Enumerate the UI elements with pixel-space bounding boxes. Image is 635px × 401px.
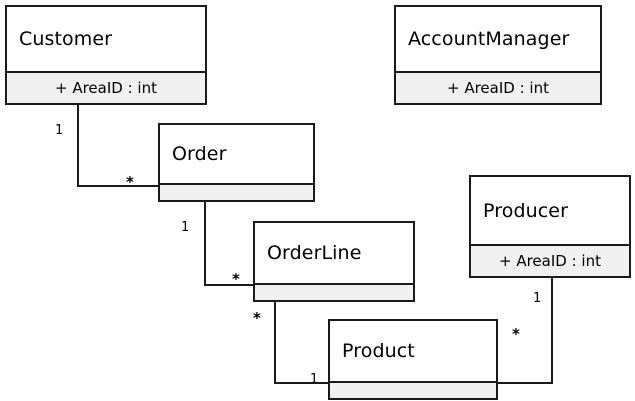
association-order-orderline [204,201,255,286]
association-product-producer [497,278,553,384]
multiplicity-order-orderline-from: 1 [181,220,190,235]
association-orderline-product [274,301,330,384]
class-attributes-order-line [255,283,413,300]
multiplicity-product-producer-from: * [512,325,520,343]
multiplicity-orderline-product-to: 1 [310,372,319,387]
class-name-order-line: OrderLine [255,223,413,283]
class-box-product[interactable]: Product [328,319,498,400]
class-name-account-manager: AccountManager [396,7,600,71]
class-box-customer[interactable]: Customer + AreaID : int [5,5,207,105]
multiplicity-order-orderline-to: * [232,270,240,288]
class-name-producer: Producer [471,177,629,244]
class-attributes-product [330,381,496,398]
class-name-product: Product [330,321,496,381]
class-attributes-customer: + AreaID : int [7,71,205,103]
class-box-account-manager[interactable]: AccountManager + AreaID : int [394,5,602,105]
association-customer-order [77,104,160,187]
class-attributes-producer: + AreaID : int [471,244,629,276]
class-box-producer[interactable]: Producer + AreaID : int [469,175,631,278]
multiplicity-customer-order-to: * [126,173,134,191]
multiplicity-product-producer-to: 1 [533,291,542,306]
class-attributes-account-manager: + AreaID : int [396,71,600,103]
class-box-order[interactable]: Order [158,123,315,202]
class-name-order: Order [160,125,313,183]
class-box-order-line[interactable]: OrderLine [253,221,415,302]
class-attributes-order [160,183,313,200]
multiplicity-customer-order-from: 1 [55,123,64,138]
class-name-customer: Customer [7,7,205,71]
multiplicity-orderline-product-from: * [253,309,261,327]
